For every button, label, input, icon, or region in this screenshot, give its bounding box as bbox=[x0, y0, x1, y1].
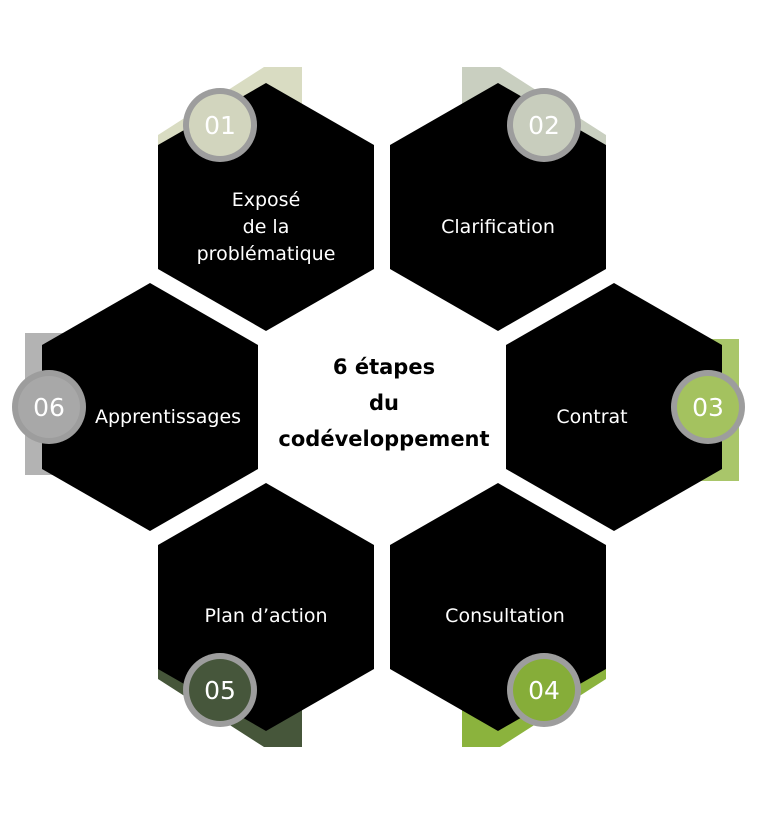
step-06-label-line: Apprentissages bbox=[95, 406, 241, 428]
step-01-badge-fill bbox=[189, 94, 251, 156]
center-title: 6 étapes du codéveloppement bbox=[278, 355, 489, 451]
step-01-label-line: Exposé bbox=[232, 189, 301, 211]
step-06-hexagon: Apprentissages bbox=[25, 283, 258, 531]
step-05-label-line: Plan d’action bbox=[204, 605, 327, 627]
step-02-badge: 02 bbox=[507, 88, 581, 162]
step-03-label: Contrat bbox=[556, 406, 627, 428]
step-02-label: Clarification bbox=[441, 216, 555, 238]
step-04-badge-fill bbox=[513, 659, 575, 721]
step-01-label-line: problématique bbox=[197, 243, 336, 265]
step-05-badge: 05 bbox=[183, 653, 257, 727]
step-03-number: 03 bbox=[692, 393, 724, 422]
step-04-number: 04 bbox=[528, 676, 560, 705]
center-title-line: du bbox=[369, 391, 399, 415]
step-03-hexagon-shape bbox=[506, 283, 722, 531]
badge-layer: 01 02 03 04 05 06 bbox=[12, 88, 745, 727]
step-04-label: Consultation bbox=[445, 605, 565, 627]
step-01-badge: 01 bbox=[183, 88, 257, 162]
step-06-badge: 06 bbox=[12, 370, 86, 444]
step-02-label-line: Clarification bbox=[441, 216, 555, 238]
step-03-badge-fill bbox=[677, 376, 739, 438]
step-06-badge-fill bbox=[18, 376, 80, 438]
step-01-label: Exposé de la problématique bbox=[197, 189, 336, 265]
step-06-number: 06 bbox=[33, 393, 65, 422]
step-05-label: Plan d’action bbox=[204, 605, 327, 627]
step-01-label-line: de la bbox=[243, 216, 290, 238]
center-title-line: 6 étapes bbox=[333, 355, 435, 379]
step-01-number: 01 bbox=[204, 111, 236, 140]
step-04-label-line: Consultation bbox=[445, 605, 565, 627]
step-05-number: 05 bbox=[204, 676, 236, 705]
step-06-label: Apprentissages bbox=[95, 406, 241, 428]
step-03-badge: 03 bbox=[671, 370, 745, 444]
center-title-line: codéveloppement bbox=[278, 427, 489, 451]
step-04-badge: 04 bbox=[507, 653, 581, 727]
step-02-number: 02 bbox=[528, 111, 560, 140]
step-02-badge-fill bbox=[513, 94, 575, 156]
step-06-hexagon-shape bbox=[42, 283, 258, 531]
center-title-text: 6 étapes du codéveloppement bbox=[278, 355, 489, 451]
step-03-label-line: Contrat bbox=[556, 406, 627, 428]
step-05-badge-fill bbox=[189, 659, 251, 721]
